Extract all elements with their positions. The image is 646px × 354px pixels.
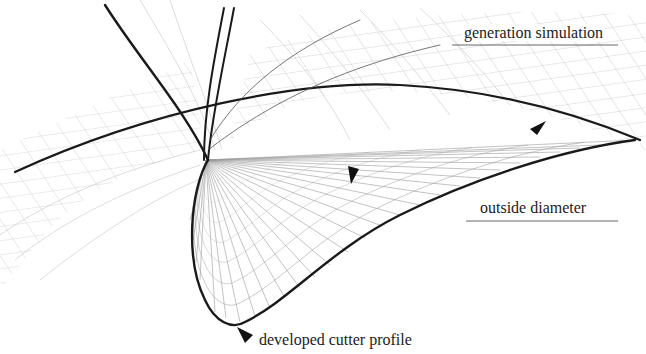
figure-label: generation simulation: [462, 24, 605, 41]
label-holder: outside diameter: [478, 199, 588, 217]
figure-label: developed cutter profile: [257, 331, 414, 348]
figure-label: outside diameter: [478, 199, 588, 216]
label-holder: generation simulation: [462, 24, 605, 42]
label-holder: developed cutter profile: [257, 331, 414, 349]
